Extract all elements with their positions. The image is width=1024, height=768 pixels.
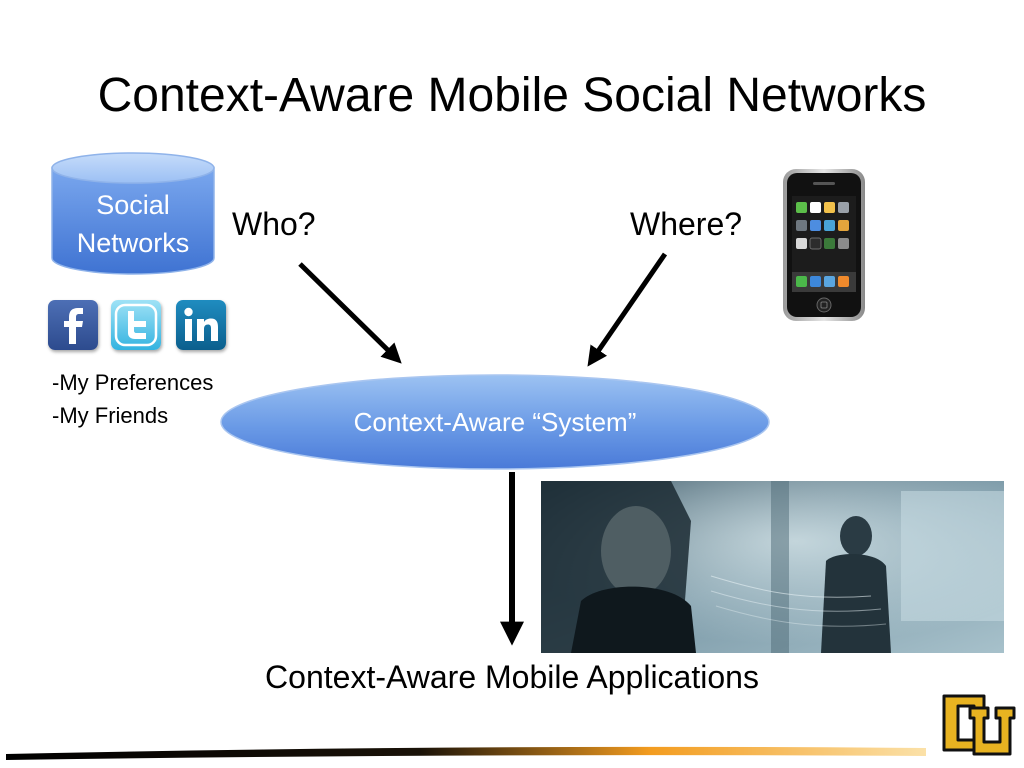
database-label-line2: Networks — [76, 228, 190, 258]
preference-item: -My Friends — [52, 403, 169, 428]
smartphone-icon — [783, 169, 865, 321]
preference-item: -My Preferences — [52, 370, 214, 395]
footer-bar — [6, 746, 926, 760]
database-icon — [51, 152, 215, 275]
database-label: Social Networks — [48, 186, 218, 262]
system-ellipse — [220, 374, 770, 470]
applications-label: Context-Aware Mobile Applications — [265, 659, 759, 695]
facebook-icon — [48, 300, 98, 350]
slide-title: Context-Aware Mobile Social Networks — [97, 69, 927, 122]
twitter-icon — [111, 300, 161, 350]
who-question: Who? — [232, 206, 316, 242]
movie-scene-image — [541, 481, 1004, 653]
database-label-line1: Social — [96, 190, 170, 220]
linkedin-icon — [176, 300, 226, 350]
where-arrow — [587, 252, 668, 367]
system-label: Context-Aware “System” — [353, 407, 637, 437]
who-arrow — [298, 262, 402, 364]
university-logo-icon — [942, 694, 1016, 756]
where-question: Where? — [630, 206, 743, 242]
